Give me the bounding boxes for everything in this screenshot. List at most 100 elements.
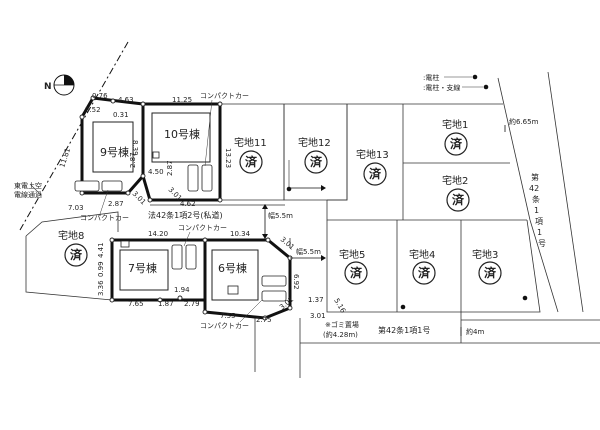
dims-d2-75: 2.75 <box>256 316 272 324</box>
roads-east-road-2: 条 <box>532 194 540 204</box>
garbage-area-size: (約4.28m) <box>323 330 358 339</box>
dims-d2-87-c: 2.87 <box>108 200 124 208</box>
plot-10-outline <box>141 102 222 202</box>
dims-d4-63: 4.63 <box>118 96 134 104</box>
north-label: N <box>44 82 52 92</box>
lot-1: 宅地1 済 <box>442 118 468 156</box>
pole-wire-icon <box>483 84 489 90</box>
utility-pole-icon <box>522 295 528 301</box>
building-9-label: 9号棟 <box>100 145 129 159</box>
compact-car-label-6: コンパクトカー <box>200 322 249 330</box>
legend: :電柱 :電柱・支線 <box>423 73 489 92</box>
east-road-width-label: 約6.65m <box>509 117 539 126</box>
survey-points <box>79 95 293 321</box>
lot-lines <box>25 71 600 378</box>
building-7-label: 7号棟 <box>128 261 157 275</box>
sold-mark: 済 <box>484 265 497 280</box>
lot-4: 宅地4 済 <box>409 248 436 285</box>
dims-d4-62: 4.62 <box>180 200 196 208</box>
roads-east-road-5: 1 <box>537 228 542 237</box>
dims-d8-39: 8.39 <box>131 140 139 156</box>
lot-12-label: 宅地12 <box>298 136 331 149</box>
dims-d13-23: 13.23 <box>224 148 232 168</box>
utility-pole-icon <box>400 304 406 310</box>
private-road-label: 法42条1項2号(私道) <box>148 210 223 220</box>
dims-d7-03: 7.03 <box>68 204 84 212</box>
dims-d2-87-b: 2.87 <box>166 160 174 176</box>
sold-mark: 済 <box>450 136 463 151</box>
house-7 <box>119 240 197 291</box>
dims-d1-37: 1.37 <box>308 296 324 304</box>
dims-d0-76: 0.76 <box>92 92 108 100</box>
dims-d3-01-a: 3.01 <box>131 190 148 207</box>
sold-mark: 済 <box>70 247 83 262</box>
dims-d4-41: 4.41 <box>97 242 105 258</box>
sold-mark: 済 <box>369 166 382 181</box>
lot-13-label: 宅地13 <box>356 148 389 161</box>
sold-mark: 済 <box>245 154 258 169</box>
lot-8-label: 宅地8 <box>58 229 84 242</box>
lot-12: 宅地12 済 <box>298 136 331 174</box>
road-width-label-north: 幅5.5m <box>268 211 293 220</box>
dims-d6-92: 6.92 <box>292 274 300 290</box>
lot-11: 宅地11 済 <box>234 136 267 174</box>
house-9 <box>74 121 134 192</box>
legend-pole-label: :電柱 <box>423 73 439 82</box>
dims-d14-20: 14.20 <box>148 230 168 238</box>
dims-d2-87-a: 2.87 <box>129 152 137 168</box>
overhead-line-label-1: 東電上空 <box>14 181 42 190</box>
compact-car-label-9: コンパクトカー <box>80 214 129 222</box>
overhead-power-line <box>19 41 129 231</box>
lot-8: 宅地8 済 <box>58 229 88 267</box>
east-road-label: 第 42 条 1 項 1 号 <box>529 172 546 248</box>
roads-east-road-1: 42 <box>529 184 539 193</box>
dims-d7-65: 7.65 <box>128 300 144 308</box>
dims-d7-55: 7.55 <box>220 312 236 320</box>
lot-5-label: 宅地5 <box>339 248 365 261</box>
dims-d4-50: 4.50 <box>148 168 164 176</box>
roads-east-road-4: 項 <box>535 217 543 226</box>
dims-d2-79: 2.79 <box>184 300 200 308</box>
compact-car-label-7: コンパクトカー <box>178 224 227 232</box>
dims-d11-25: 11.25 <box>172 96 192 104</box>
lot-5: 宅地5 済 <box>339 248 368 285</box>
lot-2-label: 宅地2 <box>442 174 468 187</box>
dims-d0-31: 0.31 <box>113 111 129 119</box>
north-arrow-icon: N <box>44 74 75 96</box>
roads-east-road-3: 1 <box>534 206 539 215</box>
sold-mark: 済 <box>310 154 323 169</box>
building-10-label: 10号棟 <box>164 127 200 141</box>
road-width-arrows <box>262 125 506 336</box>
house-6 <box>211 249 287 302</box>
roads-east-road-0: 第 <box>531 172 539 182</box>
lot-3: 宅地3 済 <box>472 248 502 285</box>
lot-2: 宅地2 済 <box>442 174 470 212</box>
dims-d3-52: 3.52 <box>85 106 101 114</box>
roads-east-road-6: 号 <box>538 239 546 248</box>
dims-d11-81: 11.81 <box>58 147 72 169</box>
dimension-labels: 0.76 4.63 11.25 3.52 0.31 8.39 11.81 13.… <box>58 92 347 324</box>
south-road-label: 第42条1項1号 <box>378 325 430 335</box>
dims-d3-01-e: 3.01 <box>310 312 326 320</box>
pole-icon <box>472 74 478 80</box>
overhead-line-label-2: 電線通過 <box>14 190 42 199</box>
legend-pole-wire-label: :電柱・支線 <box>423 83 460 92</box>
dims-d1-87: 1.87 <box>158 300 174 308</box>
lot-13: 宅地13 済 <box>356 148 389 186</box>
house-10 <box>151 112 213 192</box>
south-road-width-label: 約4m <box>466 327 484 336</box>
sold-mark: 済 <box>418 265 431 280</box>
building-6-label: 6号棟 <box>218 261 247 275</box>
dims-d10-34: 10.34 <box>230 230 251 238</box>
road-width-label-east: 幅5.5m <box>296 247 321 256</box>
sold-mark: 済 <box>350 265 363 280</box>
dims-d1-94: 1.94 <box>174 286 190 294</box>
dims-d0-99: 0.99 <box>97 261 105 277</box>
dims-d3-36: 3.36 <box>97 280 105 296</box>
lot-11-label: 宅地11 <box>234 136 267 149</box>
lot-1-label: 宅地1 <box>442 118 468 131</box>
garbage-area-label: ※ゴミ置場 <box>325 320 359 329</box>
lot-3-label: 宅地3 <box>472 248 498 261</box>
lot-4-label: 宅地4 <box>409 248 435 261</box>
